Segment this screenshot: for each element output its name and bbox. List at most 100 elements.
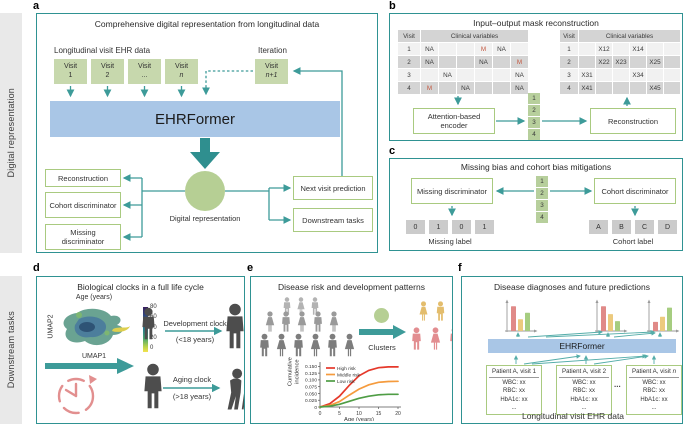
- mini-bar-chart-2: [588, 297, 628, 340]
- table-cell: M: [511, 56, 528, 68]
- table-cell: X41: [579, 82, 595, 94]
- panel-e-title: Disease risk and development patterns: [278, 282, 425, 292]
- panel-letter-a: a: [33, 0, 40, 12]
- table-cell: [457, 43, 474, 55]
- svg-text:Middle risk: Middle risk: [337, 372, 361, 378]
- person-female-icon: [297, 297, 305, 315]
- person-female-icon: [297, 311, 307, 332]
- person-female-icon: [310, 333, 321, 357]
- table-cell: X22: [596, 56, 612, 68]
- table-cell: 1: [398, 43, 420, 55]
- input-data-label: Longitudinal visit EHR data: [54, 46, 151, 55]
- table-cell: [493, 82, 510, 94]
- digital-representation-label: Digital representation: [169, 214, 241, 223]
- latent-cell-4: 4: [528, 129, 540, 140]
- label-cell-1: 1: [429, 220, 448, 234]
- patient-card-line: WBC: xx: [642, 380, 666, 386]
- table-cell: [475, 69, 492, 81]
- panel-letter-b: b: [389, 0, 396, 12]
- label-cell-B: B: [612, 220, 631, 234]
- person-male-icon: [260, 333, 269, 357]
- table-cell: X14: [630, 43, 646, 55]
- table-cell: X45: [647, 82, 663, 94]
- svg-text:10: 10: [356, 411, 362, 417]
- person-male-icon: [311, 297, 319, 315]
- person-male-icon: [283, 297, 291, 315]
- panel-a: Comprehensive digital representation fro…: [36, 13, 378, 253]
- ehrformer-strip: EHRFormer: [488, 339, 676, 353]
- person-male-icon: [314, 311, 322, 332]
- table-cell: NA: [511, 82, 528, 94]
- table-cell: 1: [560, 43, 578, 55]
- svg-text:0.125: 0.125: [305, 371, 317, 377]
- latent-cell-1: 1: [536, 176, 548, 187]
- development-clock-label: Development clock: [163, 319, 227, 328]
- panel-d: Biological clocks in a full life cycle A…: [36, 276, 245, 424]
- table-cell: [457, 69, 474, 81]
- aging-clock-label: Aging clock: [172, 375, 212, 384]
- table-cell: M: [475, 43, 492, 55]
- person-male-icon: [450, 328, 452, 350]
- table-cell: [493, 56, 510, 68]
- latent-cell-2: 2: [528, 105, 540, 116]
- panel-letter-c: c: [389, 145, 396, 157]
- crowd-row-1: [281, 297, 321, 315]
- svg-text:20: 20: [395, 411, 401, 417]
- elderly-silh-icon: [227, 368, 244, 410]
- table-cell: [493, 69, 510, 81]
- table-cell: 4: [398, 82, 420, 94]
- table-cell: NA: [421, 56, 438, 68]
- svg-text:High risk: High risk: [337, 366, 356, 372]
- table-cell: [613, 69, 629, 81]
- label-cell-1: 1: [475, 220, 494, 234]
- patient-card-line: HbA1c: xx: [640, 396, 668, 403]
- patient-card-line: WBC: xx: [572, 380, 596, 386]
- svg-text:0.050: 0.050: [305, 391, 317, 397]
- person-male-icon: [328, 333, 337, 357]
- downstream-tasks-box: Downstream tasks: [293, 208, 373, 232]
- label-cell-C: C: [635, 220, 654, 234]
- person-male-icon: [436, 301, 445, 321]
- svg-text:0.150: 0.150: [305, 364, 317, 370]
- table-cell: [511, 43, 528, 55]
- table-cell: [647, 69, 663, 81]
- cluster-group-2: [409, 327, 452, 350]
- patient-card-line: HbA1c: xx: [570, 396, 598, 403]
- cluster-group-1: [417, 301, 447, 321]
- incidence-y-axis-label: Cumulative incidence: [287, 357, 300, 387]
- latent-cell-2: 2: [536, 188, 548, 199]
- patient-card-title: Patient A, visit 1: [489, 368, 539, 378]
- development-clock-range: (<18 years): [175, 335, 215, 344]
- adult-silh-2-icon: [144, 363, 162, 409]
- table-cell: NA: [439, 69, 456, 81]
- big-right-arrow-e: [359, 325, 406, 339]
- population-crowd: [251, 277, 452, 423]
- table-header-visit: Visit: [398, 30, 420, 42]
- latent-cell-3: 3: [528, 117, 540, 128]
- visit-box-3: Visit...: [128, 59, 161, 84]
- aging-clock-range: (>18 years): [172, 392, 212, 401]
- panel-c-title: Missing bias and cohort bias mitigations: [460, 162, 612, 172]
- table-cell: [421, 69, 438, 81]
- clock-icon: [57, 375, 97, 415]
- reconstruction-output-box: Reconstruction: [45, 169, 121, 187]
- umap-plot: [63, 308, 130, 346]
- panel-c: Missing bias and cohort bias mitigations…: [389, 158, 683, 251]
- table-cell: [613, 82, 629, 94]
- digital-representation-node: [185, 171, 225, 211]
- table-cell: NA: [511, 69, 528, 81]
- panel-letter-d: d: [33, 262, 40, 274]
- patient-card-line: RBC: xx: [502, 388, 525, 395]
- table-cell: X31: [579, 69, 595, 81]
- missing-label-caption: Missing label: [428, 237, 472, 246]
- person-male-icon: [282, 311, 290, 332]
- missing-discriminator-output-box: Missing discriminator: [45, 224, 121, 250]
